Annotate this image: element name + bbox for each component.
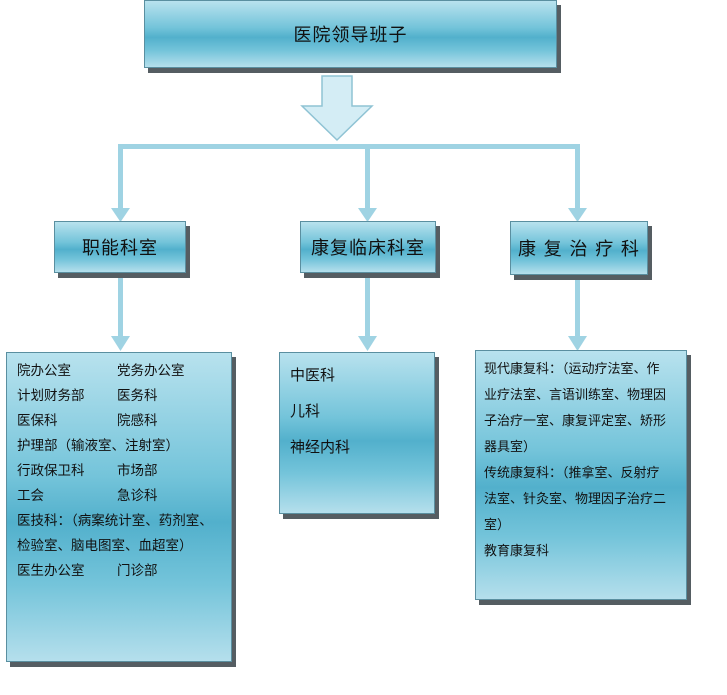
dept-header-therapy: 康 复 治 疗 科: [510, 221, 648, 275]
list-row: 工会 急诊科: [17, 484, 231, 509]
dept-title: 康 复 治 疗 科: [518, 239, 640, 260]
list-item: 法室、针灸室、物理因子治疗二: [484, 492, 667, 507]
list-item: 医技科：（病案统计室、药剂室、: [17, 513, 213, 529]
dept-header-clinical: 康复临床科室: [300, 221, 436, 273]
dept-title: 职能科室: [82, 238, 158, 259]
list-item: 器具室）: [484, 440, 537, 455]
arrowhead-mid: [358, 208, 377, 222]
list-item: 计划财务部: [17, 388, 85, 404]
arrowhead-right: [568, 208, 587, 222]
list-item: 护理部（输液室、注射室）: [17, 438, 179, 454]
list-item: 市场部: [117, 463, 158, 479]
list-item: 医生办公室: [17, 563, 85, 579]
link-mid: [365, 278, 370, 340]
list-item: 检验室、脑电图室、血超室）: [17, 538, 193, 554]
list-item: 急诊科: [117, 488, 158, 504]
list-item: 传统康复科：（推拿室、反射疗: [484, 466, 660, 481]
list-item: 子治疗一室、康复评定室、矫形: [484, 414, 667, 429]
dept-title: 康复临床科室: [311, 238, 425, 259]
branch-line-left: [118, 144, 123, 212]
list-item: 室）: [484, 518, 511, 533]
branch-line-mid: [365, 144, 370, 212]
list-item: 教育康复科: [484, 544, 550, 559]
list-item: 神经内科: [290, 438, 351, 456]
therapy-dept-panel: 现代康复科：（运动疗法室、作 业疗法室、言语训练室、物理因 子治疗一室、康复评定…: [475, 350, 687, 600]
down-block-arrow: [300, 75, 374, 142]
dept-header-functional: 职能科室: [54, 221, 186, 273]
branch-line-right: [575, 144, 580, 212]
list-item: 业疗法室、言语训练室、物理因: [484, 388, 667, 403]
arrowhead-left: [111, 208, 130, 222]
list-row: 医生办公室 门诊部: [17, 559, 231, 584]
list-item: 党务办公室: [117, 363, 185, 379]
link-arrowhead-mid: [358, 336, 377, 351]
list-item: 院感科: [117, 413, 158, 429]
list-row: 计划财务部 医务科: [17, 384, 231, 409]
list-item: 医保科: [17, 413, 58, 429]
list-item: 行政保卫科: [17, 463, 85, 479]
leadership-title: 医院领导班子: [293, 25, 408, 46]
list-item: 现代康复科：（运动疗法室、作: [484, 362, 660, 377]
branch-bus-line: [118, 144, 580, 149]
list-item: 儿科: [290, 402, 321, 420]
link-arrowhead-right: [568, 336, 587, 351]
list-row: 行政保卫科 市场部: [17, 459, 231, 484]
list-item: 工会: [17, 488, 44, 504]
link-left: [118, 278, 123, 340]
list-item: 中医科: [290, 366, 336, 384]
link-arrowhead-left: [111, 336, 130, 351]
functional-dept-panel: 院办公室 党务办公室 计划财务部 医务科 医保科 院感科 护理部（输液室、注射室） 行…: [6, 352, 232, 662]
list-row: 医保科 院感科: [17, 409, 231, 434]
list-item: 院办公室: [17, 363, 71, 379]
list-row: 院办公室 党务办公室: [17, 359, 231, 384]
list-item: 医务科: [117, 388, 158, 404]
link-right: [575, 278, 580, 340]
leadership-box: 医院领导班子: [144, 0, 557, 68]
clinical-dept-panel: 中医科 儿科 神经内科: [279, 352, 435, 514]
list-item: 门诊部: [117, 563, 158, 579]
